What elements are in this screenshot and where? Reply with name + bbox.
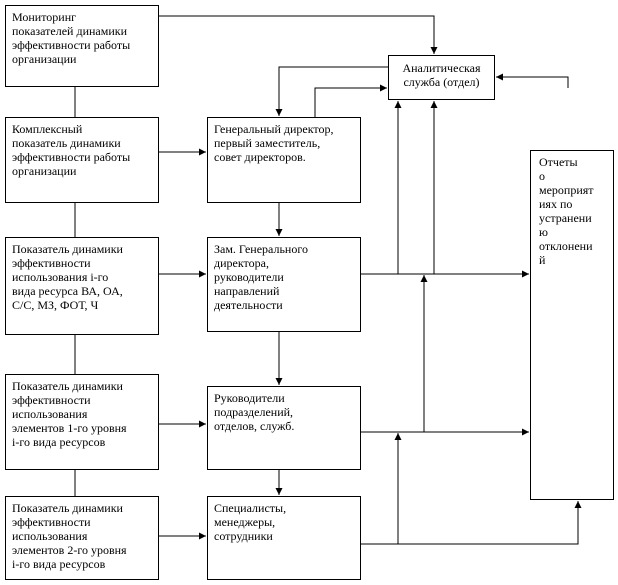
monitoring-line-2: показателей динамики [12,24,128,38]
deputy-line-4: направлений [214,284,280,298]
director-line-3: совет директоров. [214,150,306,164]
resource-line-3: использования i-го [12,270,109,284]
level1-line-2: эффективности [12,393,91,407]
resource-line-1: Показатель динамики [12,242,123,256]
level1-line-3: использования [12,407,88,421]
level1-line-1: Показатель динамики [12,379,123,393]
deputy-line-3: руководители [214,270,284,284]
resource-indicator-box: Показатель динамики эффективности исполь… [5,237,159,335]
resource-line-4: вида ресурса ВА, ОА, [12,284,123,298]
complex-line-1: Комплексный [12,122,83,136]
resource-line-5: С/С, МЗ, ФОТ, Ч [12,298,99,312]
specialists-box: Специалисты, менеджеры, сотрудники [207,496,361,580]
director-line-1: Генеральный директор, [214,122,334,136]
specialists-line-2: менеджеры, [214,515,276,529]
heads-line-1: Руководители [214,391,285,405]
level2-indicator-box: Показатель динамики эффективности исполь… [5,496,159,580]
deputy-director-box: Зам. Генерального директора, руководител… [207,237,361,332]
complex-indicator-box: Комплексный показатель динамики эффектив… [5,117,159,203]
reports-line-6: ю [539,225,548,239]
level1-line-4: элементов 1-го уровня [12,421,127,435]
department-heads-box: Руководители подразделений, отделов, слу… [207,386,361,470]
reports-box: Отчеты о мероприят иях по устранени ю от… [530,150,614,500]
reports-line-3: мероприят [539,183,594,197]
complex-line-2: показатель динамики [12,136,121,150]
analytic-line-1: Аналитическая [402,61,481,75]
level2-line-1: Показатель динамики [12,501,123,515]
level2-line-2: эффективности [12,515,91,529]
analytic-line-2: служба (отдел) [403,75,480,89]
deputy-line-5: деятельности [214,298,283,312]
director-line-2: первый заместитель, [214,136,321,150]
complex-line-4: организации [12,164,77,178]
specialists-line-1: Специалисты, [214,501,287,515]
arrow-monitor-analytic [159,15,438,54]
reports-line-8: й [539,253,546,267]
level2-line-3: использования [12,529,88,543]
deputy-line-2: директора, [214,256,269,270]
level1-line-5: i-го вида ресурсов [12,435,106,449]
resource-line-2: эффективности [12,256,91,270]
monitoring-box: Мониторинг показателей динамики эффектив… [5,5,159,87]
level2-line-4: элементов 2-го уровня [12,543,127,557]
reports-line-5: устранени [539,211,592,225]
specialists-line-3: сотрудники [214,529,273,543]
arrow-reports-analytic [496,73,569,88]
level2-line-5: i-го вида ресурсов [12,557,106,571]
arrow-analytic-director [275,66,388,116]
monitoring-line-3: эффективности работы [12,38,131,52]
deputy-line-1: Зам. Генерального [214,242,308,256]
reports-line-4: иях по [539,197,573,211]
reports-line-7: отклонени [539,239,593,253]
director-box: Генеральный директор, первый заместитель… [207,117,361,203]
level1-indicator-box: Показатель динамики эффективности исполь… [5,374,159,470]
monitoring-line-4: организации [12,52,77,66]
monitoring-line-1: Мониторинг [12,10,77,24]
heads-line-2: подразделений, [214,405,294,419]
heads-line-3: отделов, служб. [214,419,295,433]
arrow-director-analytic [314,84,387,117]
arrow-specialists-reports [361,501,582,545]
reports-line-1: Отчеты [539,155,578,169]
analytic-service-box: Аналитическая служба (отдел) [388,55,495,100]
complex-line-3: эффективности работы [12,150,131,164]
reports-line-2: о [539,169,545,183]
